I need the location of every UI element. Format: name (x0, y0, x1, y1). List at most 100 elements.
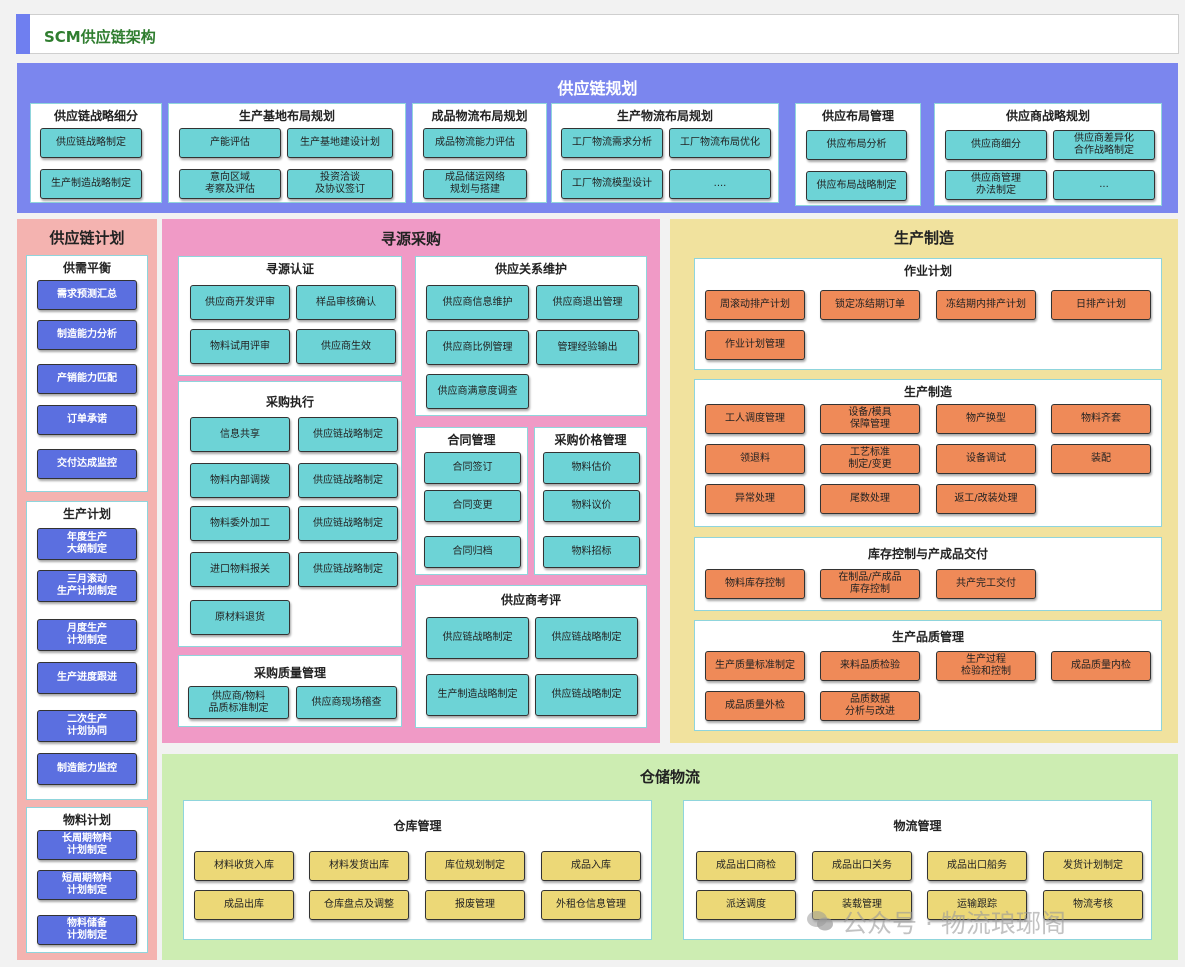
card-finished-logistics: 成品物流布局规划 成品物流能力评估 成品储运网络 规划与搭建 (412, 103, 547, 203)
diagram-node: 物料估价 (543, 452, 640, 484)
diagram-node: 信息共享 (190, 417, 290, 452)
diagram-node: 尾数处理 (820, 484, 920, 514)
diagram-node: 订单承诺 (37, 405, 137, 435)
card-title: 生产制造 (903, 385, 952, 399)
section-manufacturing-title: 生产制造 (893, 229, 954, 247)
diagram-node: 物料内部调拨 (190, 463, 290, 498)
diagram-node: 供应商生效 (296, 329, 396, 364)
diagram-node: 来料品质检验 (820, 651, 920, 681)
diagram-node: 短周期物料 计划制定 (37, 870, 137, 900)
card-purchase-execution: 采购执行 信息共享 供应链战略制定 物料内部调拨 供应链战略制定 物料委外加工 … (178, 381, 402, 647)
diagram-node: 合同归档 (424, 536, 521, 568)
card-title: 供应链战略细分 (53, 109, 138, 123)
diagram-node: 物料委外加工 (190, 506, 290, 541)
diagram-node: 供应布局分析 (806, 130, 907, 160)
diagram-node: 三月滚动 生产计划制定 (37, 570, 137, 602)
diagram-node: 二次生产 计划协同 (37, 710, 137, 742)
diagram-node: 年度生产 大纲制定 (37, 528, 137, 560)
card-title: 供应布局管理 (821, 109, 894, 123)
diagram-node: 在制品/产成品 库存控制 (820, 569, 920, 599)
diagram-node: 供应商退出管理 (536, 285, 639, 320)
diagram-node: 原材料退货 (190, 600, 290, 635)
diagram-node: 供应链战略制定 (298, 463, 398, 498)
diagram-node: 库位规划制定 (425, 851, 525, 881)
diagram-node: 生产过程 检验和控制 (936, 651, 1036, 681)
diagram-node: 制造能力分析 (37, 320, 137, 350)
card-purchase-quality: 采购质量管理 供应商/物料 品质标准制定 供应商现场稽查 (178, 655, 402, 727)
card-price-management: 采购价格管理 物料估价 物料议价 物料招标 (534, 427, 647, 575)
diagram-node: 供应布局战略制定 (806, 171, 907, 201)
diagram-node: 领退料 (705, 444, 805, 474)
diagram-node: 成品储运网络 规划与搭建 (423, 169, 527, 199)
diagram-node: 产能评估 (179, 128, 281, 158)
diagram-node: 工厂物流需求分析 (561, 128, 663, 158)
diagram-node: 生产基地建设计划 (287, 128, 393, 158)
section-manufacturing: 生产制造 作业计划 周滚动排产计划 锁定冻结期订单 冻结期内排产计划 日排产计划… (670, 219, 1178, 743)
diagram-node: 供应链战略制定 (40, 128, 142, 158)
diagram-node: 装配 (1051, 444, 1151, 474)
card-title: 采购质量管理 (253, 666, 326, 680)
diagram-node: 供应链战略制定 (426, 617, 529, 659)
card-warehouse-management: 仓库管理 材料收货入库 材料发货出库 库位规划制定 成品入库 成品出库 仓库盘点… (183, 800, 652, 940)
diagram-node: 成品出口船务 (927, 851, 1027, 881)
diagram-node: 供应商差异化 合作战略制定 (1053, 130, 1155, 160)
card-title: 合同管理 (447, 433, 496, 447)
card-title: 生产物流布局规划 (616, 109, 713, 123)
card-supply-strategy: 供应链战略细分 供应链战略制定 生产制造战略制定 (30, 103, 162, 203)
section-warehouse-title: 仓储物流 (639, 768, 700, 786)
watermark-text: 公众号 · 物流琅琊阁 (842, 909, 1066, 938)
diagram-node: 报废管理 (425, 890, 525, 920)
diagram-node: 物料试用评审 (190, 329, 290, 364)
card-base-layout: 生产基地布局规划 产能评估 生产基地建设计划 意向区域 考察及评估 投资洽谈 及… (168, 103, 406, 203)
diagram-node: 成品质量外检 (705, 691, 805, 721)
card-title: 成品物流布局规划 (431, 109, 528, 123)
diagram-node: 供应链战略制定 (298, 552, 398, 587)
card-title: 采购执行 (265, 395, 314, 409)
card-title: 物料计划 (62, 813, 111, 827)
diagram-node: 月度生产 计划制定 (37, 619, 137, 651)
diagram-node: 合同签订 (424, 452, 521, 484)
diagram-node: 异常处理 (705, 484, 805, 514)
diagram-node: 样品审核确认 (296, 285, 396, 320)
card-title: 生产品质管理 (891, 630, 964, 644)
card-supplier-strategy: 供应商战略规划 供应商细分 供应商差异化 合作战略制定 供应商管理 办法制定 .… (934, 103, 1162, 206)
diagram-node: 制造能力监控 (37, 753, 137, 785)
diagram-node: 物料招标 (543, 536, 640, 568)
section-sourcing: 寻源采购 寻源认证 供应商开发评审 样品审核确认 物料试用评审 供应商生效 供应… (162, 219, 660, 743)
card-title: 供应商战略规划 (1005, 109, 1090, 123)
card-demand-balance: 供需平衡 需求预测汇总 制造能力分析 产销能力匹配 订单承诺 交付达成监控 (26, 255, 148, 492)
diagram-node: 物料议价 (543, 490, 640, 522)
diagram-node: 供应链战略制定 (298, 506, 398, 541)
section-sourcing-title: 寻源采购 (380, 230, 441, 248)
diagram-node: 发货计划制定 (1043, 851, 1143, 881)
card-production-logistics: 生产物流布局规划 工厂物流需求分析 工厂物流布局优化 工厂物流模型设计 .... (551, 103, 779, 203)
diagram-node: 成品出口关务 (812, 851, 912, 881)
diagram-node: 工厂物流布局优化 (669, 128, 771, 158)
card-title: 供应关系维护 (494, 262, 567, 276)
header-accent (16, 14, 30, 54)
diagram-node: 冻结期内排产计划 (936, 290, 1036, 320)
card-title: 仓库管理 (393, 819, 442, 833)
diagram-node: 工艺标准 制定/变更 (820, 444, 920, 474)
diagram-node: 供应商信息维护 (426, 285, 529, 320)
card-logistics-management: 物流管理 成品出口商检 成品出口关务 成品出口船务 发货计划制定 派送调度 装载… (683, 800, 1152, 940)
diagram-node: 供应商开发评审 (190, 285, 290, 320)
card-supply-layout: 供应布局管理 供应布局分析 供应布局战略制定 (795, 103, 921, 206)
diagram-node: 返工/改装处理 (936, 484, 1036, 514)
diagram-node: 管理经验输出 (536, 330, 639, 365)
card-supplier-evaluation: 供应商考评 供应链战略制定 供应链战略制定 生产制造战略制定 供应链战略制定 (415, 585, 647, 728)
page-title: SCM供应链架构 (44, 28, 156, 46)
diagram-node: 仓库盘点及调整 (309, 890, 409, 920)
diagram-node: 生产质量标准制定 (705, 651, 805, 681)
diagram-node: 供应商比例管理 (426, 330, 529, 365)
diagram-node: 供应商现场稽查 (296, 686, 397, 719)
diagram-node: 外租仓信息管理 (541, 890, 641, 920)
diagram-node: 工人调度管理 (705, 404, 805, 434)
diagram-node: 供应商细分 (945, 130, 1047, 160)
diagram-node: 供应链战略制定 (535, 674, 638, 716)
section-plan-title: 供应链计划 (49, 229, 125, 247)
diagram-node: 产销能力匹配 (37, 364, 137, 394)
card-production-plan: 生产计划 年度生产 大纲制定 三月滚动 生产计划制定 月度生产 计划制定 生产进… (26, 501, 148, 800)
diagram-node: 进口物料报关 (190, 552, 290, 587)
diagram-node: 成品出口商检 (696, 851, 796, 881)
